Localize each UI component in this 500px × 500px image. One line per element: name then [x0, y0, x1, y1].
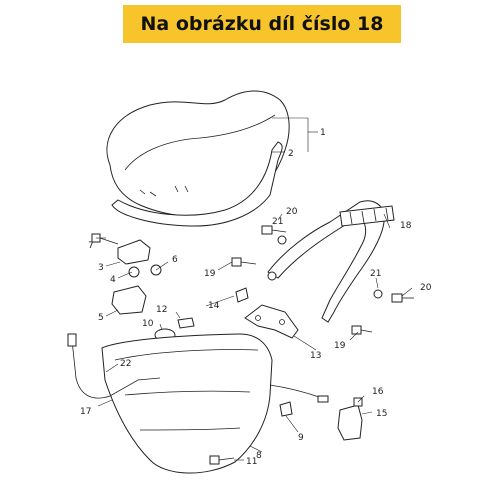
callout-16: 16	[372, 387, 384, 397]
callout-5: 5	[98, 313, 104, 323]
bracket-part	[244, 304, 299, 339]
leader-lines	[96, 117, 413, 461]
callout-21-right: 21	[370, 269, 381, 279]
callout-20-right: 20	[420, 283, 432, 293]
callout-12: 12	[156, 305, 167, 315]
callout-22: 22	[120, 359, 131, 369]
bolt-11	[209, 455, 235, 465]
callout-13: 13	[310, 351, 321, 361]
rear-carrier-part	[267, 200, 395, 323]
seat-base-part	[111, 141, 283, 227]
latch-cable	[269, 384, 363, 441]
cable-17	[67, 333, 161, 399]
callout-7: 7	[88, 241, 94, 251]
bolt-19-lower	[351, 325, 373, 335]
callout-18: 18	[400, 221, 412, 231]
callout-17: 17	[80, 407, 91, 417]
callout-4: 4	[110, 275, 116, 285]
bolt-19-left	[231, 257, 257, 267]
callout-21-upper: 21	[272, 217, 283, 227]
bolt-7	[91, 233, 119, 245]
callout-9: 9	[298, 433, 304, 443]
callout-10: 10	[142, 319, 154, 329]
callout-19-lower: 19	[334, 341, 346, 351]
callout-19-left: 19	[204, 269, 216, 279]
callout-14: 14	[208, 301, 220, 311]
callout-3: 3	[98, 263, 104, 273]
hinge-assembly	[111, 239, 162, 315]
callout-1: 1	[320, 128, 326, 138]
bolts-upper	[261, 225, 287, 245]
collar-14	[235, 287, 249, 303]
callout-6: 6	[172, 255, 178, 265]
bolts-right	[373, 289, 414, 303]
callout-15: 15	[376, 409, 387, 419]
banner-text: Na obrázku díl číslo 18	[140, 13, 384, 35]
callout-2: 2	[288, 149, 294, 159]
callout-labels: 1 2 3 4 5 6 7 8 9 10 11 12 13 14 15 16 1…	[80, 128, 432, 467]
storage-box-part	[101, 333, 273, 474]
part-number-banner: Na obrázku díl číslo 18	[123, 5, 401, 43]
seat-part	[106, 90, 290, 218]
callout-8: 8	[256, 451, 262, 461]
callout-20-upper: 20	[286, 207, 298, 217]
callout-11: 11	[246, 457, 257, 467]
